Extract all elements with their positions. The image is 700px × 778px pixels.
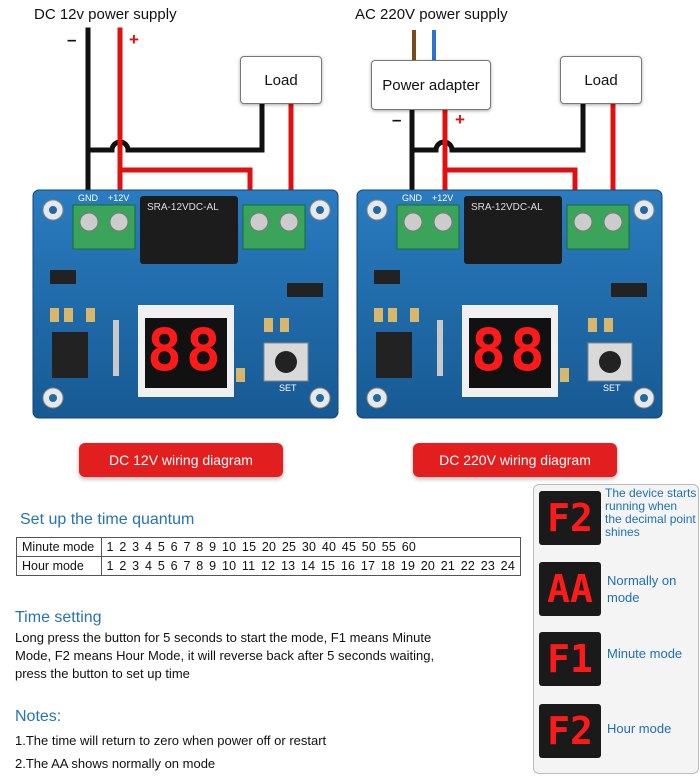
mode-cell: Hour mode [16,556,102,576]
right-seven-seg-display: 88 [471,316,549,384]
text-line: Mode, F2 means Hour Mode, it will revers… [15,648,435,663]
note-item: 1.The time will return to zero when powe… [15,733,327,748]
notes-list: 1.The time will return to zero when powe… [15,732,515,773]
power-adapter-box: Power adapter [371,60,491,110]
left-12v-label: +12V [108,193,130,203]
display-f2-text: Hour mode [607,721,672,736]
values-cell: 1 2 3 4 5 6 7 8 9 10 11 12 13 14 15 16 1… [100,556,522,576]
left-relay-label: SRA-12VDC-AL [147,202,219,213]
display-f1-text: Minute mode [607,646,683,661]
right-wires [409,30,616,196]
right-set-label: SET [603,383,621,393]
right-load-box: Load [560,56,642,104]
display-aa: AA [539,562,601,616]
wiring-diagram [32,27,663,419]
right-gnd-label: GND [402,193,422,203]
display-f2: F2 [539,704,601,758]
right-minus-sign: – [392,110,402,129]
notes-title: Notes: [15,708,62,725]
note-item: 2.The AA shows normally on mode [15,756,216,771]
right-pcb-board [356,189,663,419]
text-line: press the button to set up time [15,666,190,681]
display-f2-dot: F2 [539,491,601,545]
mode-cell: Minute mode [16,537,102,557]
time-setting-title: Time setting [15,609,102,626]
left-plus-sign: + [129,30,139,49]
dc12v-wiring-diagram-button[interactable]: DC 12V wiring diagram [79,443,283,477]
time-quantum-title: Set up the time quantum [20,511,195,528]
left-minus-sign: – [67,30,77,49]
dc220v-wiring-diagram-button[interactable]: DC 220V wiring diagram [413,443,617,477]
time-quantum-table: Minute mode 1 2 3 4 5 6 7 8 9 10 15 20 2… [16,537,522,576]
right-plus-sign: + [455,110,465,129]
left-supply-title: DC 12v power supply [34,6,177,23]
right-12v-label: +12V [432,193,454,203]
left-seven-seg-display: 88 [147,316,225,384]
table-row: Hour mode 1 2 3 4 5 6 7 8 9 10 11 12 13 … [16,556,522,576]
time-setting-text: Long press the button for 5 seconds to s… [15,629,515,683]
right-relay-label: SRA-12VDC-AL [471,202,543,213]
left-gnd-label: GND [78,193,98,203]
left-pcb-board [32,189,339,419]
left-load-box: Load [240,56,322,104]
left-wires [85,27,294,199]
display-aa-text: Normally on mode [607,573,677,605]
left-set-label: SET [279,383,297,393]
display-f2-dot-text: The device starts running when the decim… [605,486,697,539]
values-cell: 1 2 3 4 5 6 7 8 9 10 15 20 25 30 40 45 5… [100,537,522,557]
display-f1: F1 [539,632,601,686]
table-row: Minute mode 1 2 3 4 5 6 7 8 9 10 15 20 2… [16,537,522,557]
right-supply-title: AC 220V power supply [355,6,508,23]
text-line: Long press the button for 5 seconds to s… [15,630,432,645]
